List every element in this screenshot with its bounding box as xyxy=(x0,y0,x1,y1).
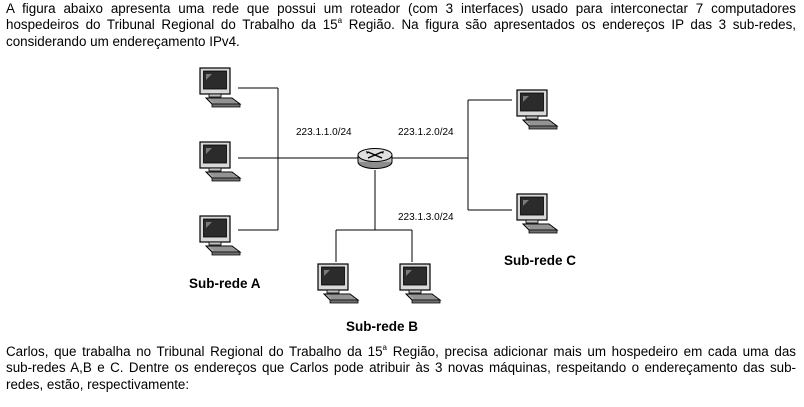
ordinal-superscript: a xyxy=(337,16,343,26)
subnet-a-title: Sub-rede A xyxy=(189,276,261,291)
question-line-1-start: Carlos, que trabalha no Tribunal Regiona… xyxy=(6,344,383,359)
subnet-c-links xyxy=(392,99,512,211)
subnet-a-network-label: 223.1.1.0/24 xyxy=(296,127,352,138)
subnet-c-title: Sub-rede C xyxy=(504,253,576,268)
question-line-1: Carlos, que trabalha no Tribunal Regiona… xyxy=(6,344,796,360)
subnet-b-links xyxy=(335,170,413,262)
ordinal-superscript: a xyxy=(382,343,387,352)
subnet-b-title: Sub-rede B xyxy=(346,319,418,334)
intro-line-3: considerando um endereçamento IPv4. xyxy=(6,33,240,49)
intro-paragraph: A figura abaixo apresenta uma rede que p… xyxy=(6,1,796,50)
computer-icon xyxy=(199,67,241,108)
question-paragraph: Carlos, que trabalha no Tribunal Regiona… xyxy=(6,344,796,393)
router-icon xyxy=(357,148,393,169)
computer-icon xyxy=(399,263,441,304)
computer-icon xyxy=(516,193,558,234)
computer-icon xyxy=(199,215,241,256)
question-line-2: sub-redes A,B e C. Dentre os endereços q… xyxy=(6,360,796,376)
intro-line-1: A figura abaixo apresenta uma rede que p… xyxy=(6,1,796,16)
intro-line-2-start: hospedeiros do Tribunal Regional do Trab… xyxy=(6,17,338,33)
intro-line-2: hospedeiros do Tribunal Regional do Trab… xyxy=(6,17,796,33)
subnet-c-network-label: 223.1.2.0/24 xyxy=(398,127,454,138)
computer-icon xyxy=(516,89,558,130)
subnet-b-network-label: 223.1.3.0/24 xyxy=(398,212,454,223)
question-line-3: redes, estão, respectivamente: xyxy=(6,376,190,392)
intro-line-2-end: Região. Na figura são apresentados os en… xyxy=(342,17,796,33)
computer-icon xyxy=(199,141,241,182)
subnet-a-links xyxy=(238,87,358,231)
computer-icon xyxy=(317,263,359,304)
question-line-1-end: Região, precisa adicionar mais um hosped… xyxy=(387,344,796,359)
